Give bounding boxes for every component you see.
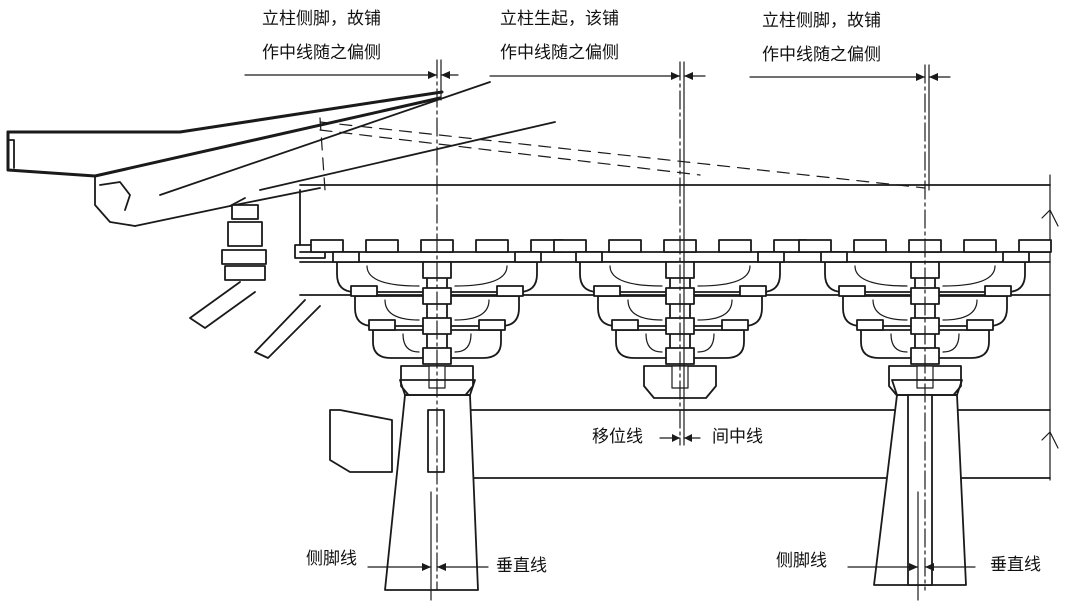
middle-top-note-line1: 立柱生起，该铺: [500, 9, 619, 29]
center-lines: [430, 59, 930, 601]
right-vertical-line-label: 垂直线: [990, 555, 1041, 575]
displacement-line-label: 移位线: [592, 427, 643, 447]
left-vertical-line-label: 垂直线: [496, 556, 547, 576]
left-top-note-line1: 立柱侧脚，故铺: [262, 9, 381, 29]
column-right: [873, 379, 967, 586]
corner-brackets: [189, 204, 393, 473]
projection-dashed-lines: [319, 117, 926, 191]
middle-top-note-line2: 作中线随之偏侧: [500, 43, 619, 63]
right-batter-line-label: 侧脚线: [776, 551, 827, 571]
right-top-note-line2: 作中线随之偏侧: [762, 45, 881, 65]
dimension-leaders: [244, 71, 976, 571]
right-top-note-line1: 立柱侧脚，故铺: [762, 11, 881, 31]
bay-center-line-label: 间中线: [712, 427, 763, 447]
eave-rafters: [6, 81, 556, 227]
left-batter-line-label: 侧脚线: [306, 549, 357, 569]
bracket-cluster-right: [798, 239, 1052, 399]
left-top-note-line2: 作中线随之偏侧: [262, 43, 381, 63]
